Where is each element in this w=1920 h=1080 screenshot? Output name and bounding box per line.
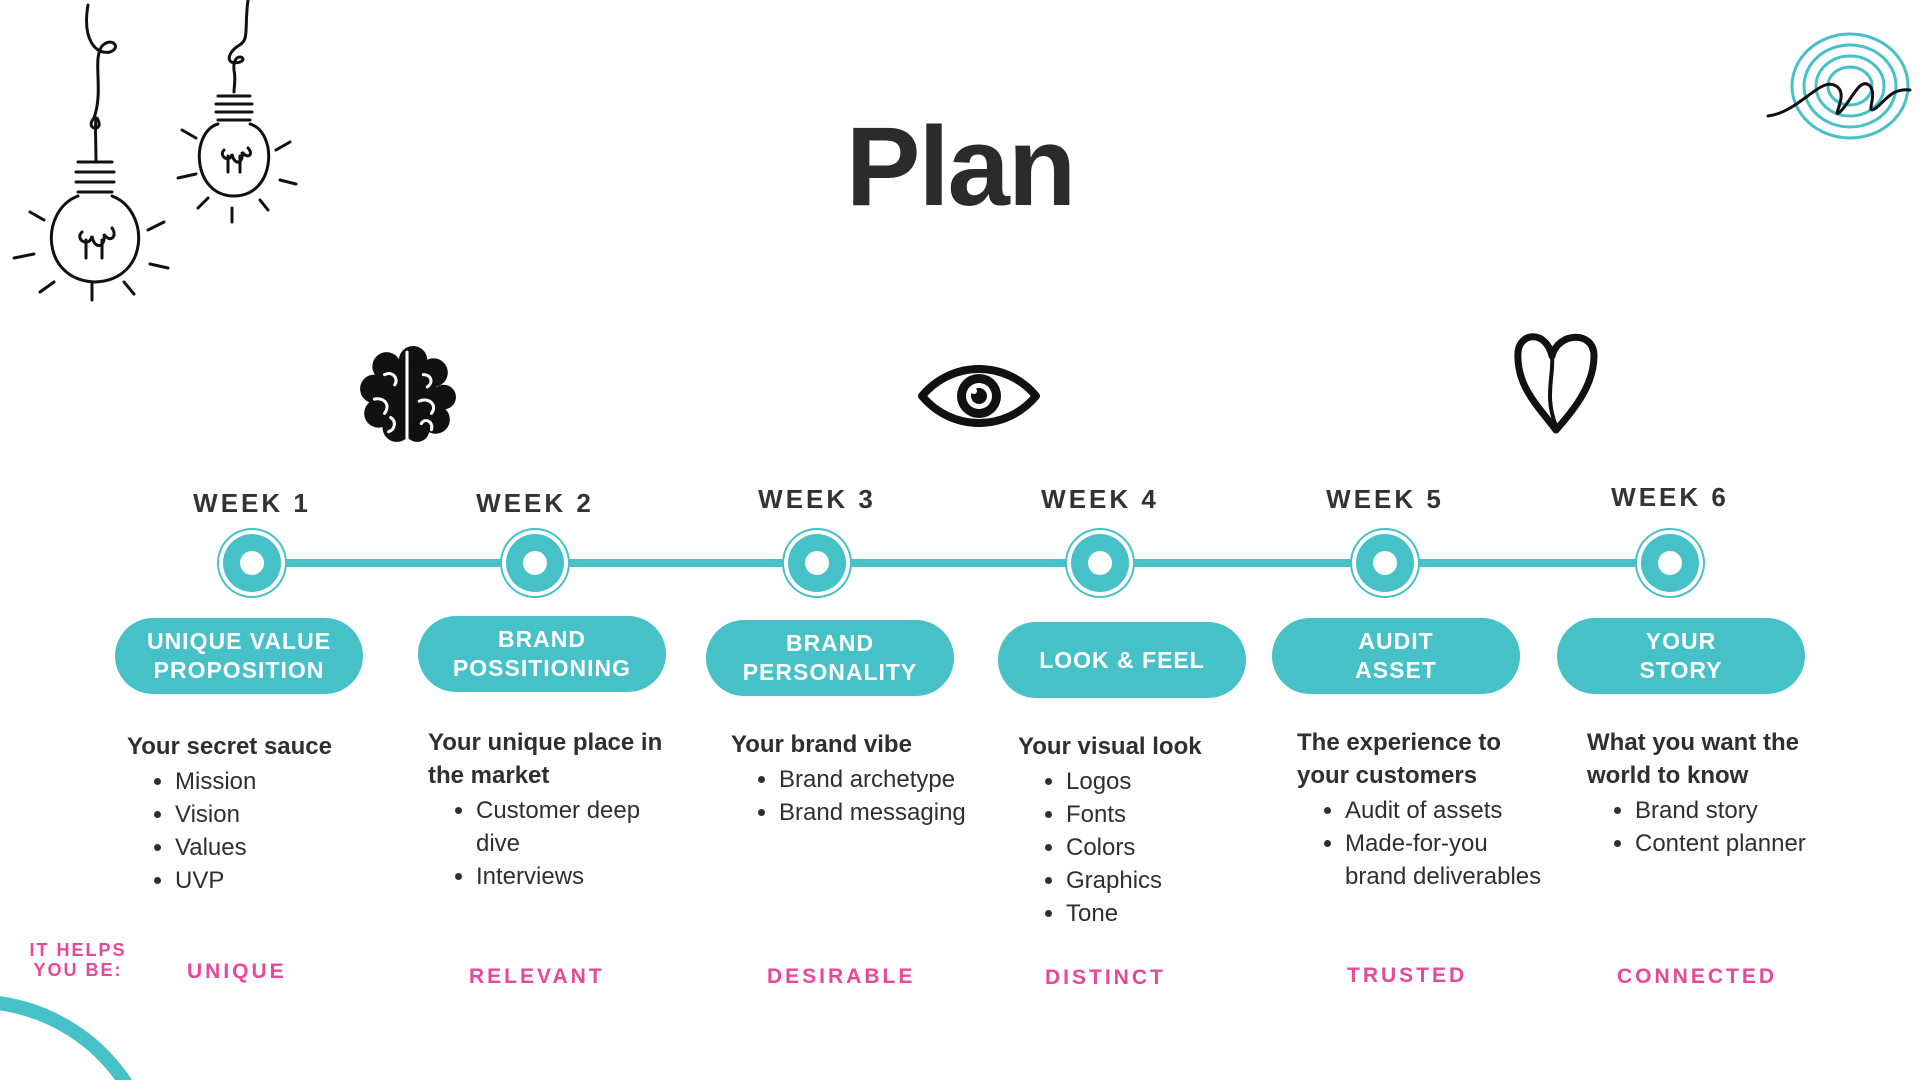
list-item: Values xyxy=(175,831,382,864)
phase-description: Your secret sauceMissionVisionValuesUVP xyxy=(127,730,382,897)
spiral-logo-icon xyxy=(1766,32,1912,140)
phase-description: Your visual lookLogosFontsColorsGraphics… xyxy=(1018,730,1273,930)
list-item: Made-for-you brand deliverables xyxy=(1345,827,1552,893)
list-item: Mission xyxy=(175,765,382,798)
timeline-node-dot xyxy=(240,551,264,575)
phase-pill: UNIQUE VALUE PROPOSITION xyxy=(115,618,363,694)
list-item: Interviews xyxy=(476,860,683,893)
result-label: TRUSTED xyxy=(1347,964,1468,987)
eye-icon xyxy=(918,365,1040,427)
timeline-node xyxy=(223,534,281,592)
phase-description: What you want the world to knowBrand sto… xyxy=(1587,726,1842,860)
timeline-node-dot xyxy=(1658,551,1682,575)
week-label: WEEK 5 xyxy=(1326,484,1444,514)
list-item: Vision xyxy=(175,798,382,831)
list-item: Audit of assets xyxy=(1345,794,1552,827)
timeline-node xyxy=(1641,534,1699,592)
list-item: Fonts xyxy=(1066,798,1273,831)
phase-description: Your brand vibeBrand archetypeBrand mess… xyxy=(731,728,986,829)
phase-items: MissionVisionValuesUVP xyxy=(127,765,382,897)
timeline-node-dot xyxy=(523,551,547,575)
phase-description: The experience to your customersAudit of… xyxy=(1297,726,1552,893)
timeline-node xyxy=(506,534,564,592)
timeline-line xyxy=(252,559,1678,567)
result-label: UNIQUE xyxy=(187,960,287,983)
timeline-node-dot xyxy=(805,551,829,575)
phase-pill: AUDIT ASSET xyxy=(1272,618,1520,694)
week-label: WEEK 1 xyxy=(193,488,311,518)
phase-items: Audit of assetsMade-for-you brand delive… xyxy=(1297,794,1552,893)
phase-items: LogosFontsColorsGraphicsTone xyxy=(1018,765,1273,930)
result-label: CONNECTED xyxy=(1617,965,1778,988)
list-item: Tone xyxy=(1066,897,1273,930)
week-label: WEEK 4 xyxy=(1041,484,1159,514)
phase-heading: Your secret sauce xyxy=(127,733,332,760)
week-label: WEEK 6 xyxy=(1611,482,1729,512)
brain-icon xyxy=(360,346,456,444)
result-label: DESIRABLE xyxy=(767,965,916,988)
phase-items: Customer deep diveInterviews xyxy=(428,794,683,893)
phase-pill: BRAND POSSITIONING xyxy=(418,616,666,692)
phase-heading: Your unique place in the market xyxy=(428,729,663,789)
list-item: Brand story xyxy=(1635,794,1842,827)
phase-description: Your unique place in the marketCustomer … xyxy=(428,726,683,893)
list-item: Logos xyxy=(1066,765,1273,798)
timeline-node xyxy=(1071,534,1129,592)
phase-items: Brand storyContent planner xyxy=(1587,794,1842,860)
list-item: Brand archetype xyxy=(779,763,986,796)
decorative-arc xyxy=(0,996,132,1080)
phase-heading: The experience to your customers xyxy=(1297,729,1502,789)
phase-heading: Your visual look xyxy=(1018,733,1202,760)
result-label: DISTINCT xyxy=(1045,966,1166,989)
week-label: WEEK 3 xyxy=(758,484,876,514)
phase-heading: What you want the world to know xyxy=(1587,729,1799,789)
week-label: WEEK 2 xyxy=(476,488,594,518)
phase-pill: YOUR STORY xyxy=(1557,618,1805,694)
list-item: Graphics xyxy=(1066,864,1273,897)
heart-icon xyxy=(1514,333,1598,434)
page-title: Plan xyxy=(845,104,1077,229)
list-item: UVP xyxy=(175,864,382,897)
result-label: RELEVANT xyxy=(469,965,605,988)
list-item: Colors xyxy=(1066,831,1273,864)
phase-pill: BRAND PERSONALITY xyxy=(706,620,954,696)
lightbulb-icon xyxy=(12,0,298,302)
list-item: Content planner xyxy=(1635,827,1842,860)
phase-items: Brand archetypeBrand messaging xyxy=(731,763,986,829)
list-item: Brand messaging xyxy=(779,796,986,829)
timeline-node-dot xyxy=(1373,551,1397,575)
phase-pill: LOOK & FEEL xyxy=(998,622,1246,698)
phase-heading: Your brand vibe xyxy=(731,731,912,758)
timeline-node xyxy=(1356,534,1414,592)
timeline-node xyxy=(788,534,846,592)
list-item: Customer deep dive xyxy=(476,794,683,860)
timeline-node-dot xyxy=(1088,551,1112,575)
helps-you-be-label: IT HELPS YOU BE: xyxy=(29,940,127,980)
